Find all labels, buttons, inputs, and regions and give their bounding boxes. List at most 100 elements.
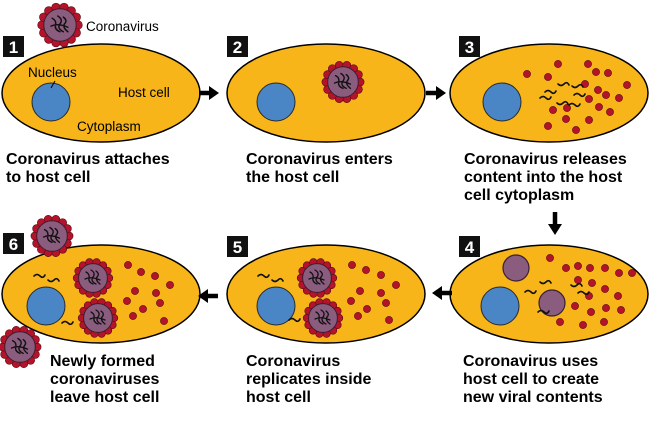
viral-particle	[601, 285, 609, 293]
viral-particle	[347, 297, 355, 305]
viral-particle	[123, 297, 131, 305]
rna-strand	[539, 95, 552, 101]
viral-rna-strands	[539, 81, 586, 108]
coronavirus-icon	[296, 258, 338, 298]
viral-particle	[554, 60, 562, 68]
viral-particle	[595, 103, 603, 111]
rna-strand	[61, 320, 74, 326]
viral-particle	[546, 254, 554, 262]
viral-particle	[377, 271, 385, 279]
viral-rna-strands	[257, 273, 301, 323]
nucleus-label: Nucleus	[28, 65, 77, 80]
viral-particle	[585, 116, 593, 124]
step-4-panel: 4 Coronavirus uses host cell to create n…	[449, 236, 649, 406]
coronavirus-label: Coronavirus	[86, 19, 159, 34]
virus-rna	[42, 226, 61, 244]
viral-particle	[594, 86, 602, 94]
nucleus	[480, 286, 520, 326]
coronavirus-icon	[0, 326, 42, 368]
coronavirus-icon	[30, 215, 74, 257]
rna-strand	[271, 277, 284, 283]
viral-particle	[137, 268, 145, 276]
viral-particle	[152, 289, 160, 297]
viral-particle	[562, 264, 570, 272]
host-cell-label: Host cell	[118, 85, 170, 100]
nucleus	[256, 82, 296, 122]
rna-strand	[570, 282, 583, 288]
virus-rna	[314, 309, 331, 325]
step-number-badge	[3, 36, 24, 57]
viral-particle	[585, 95, 593, 103]
step-caption: Newly formed coronaviruses leave host ce…	[50, 353, 164, 406]
step-number: 3	[465, 38, 474, 57]
coronavirus-icon	[72, 258, 114, 298]
step-number: 5	[233, 238, 242, 257]
coronavirus-icon	[302, 298, 344, 338]
viral-capsid	[502, 254, 530, 282]
viral-particle	[628, 269, 636, 277]
viral-rna-strands	[33, 273, 74, 326]
viral-particle	[614, 292, 622, 300]
viral-particles	[523, 60, 631, 134]
cytoplasm-label: Cytoplasm	[77, 119, 141, 134]
viral-particle	[587, 308, 595, 316]
step-number-badge	[227, 236, 248, 257]
viral-particle	[574, 276, 582, 284]
viral-particle	[166, 281, 174, 289]
nucleus	[31, 82, 71, 122]
virus-rna	[50, 15, 69, 33]
viral-particles	[123, 261, 174, 325]
step-number-badge	[459, 36, 480, 57]
rna-strand	[47, 277, 60, 283]
rna-strand	[524, 289, 537, 295]
viral-particle	[544, 73, 552, 81]
viral-particles	[546, 254, 636, 329]
viral-particle	[382, 299, 390, 307]
viral-particle	[600, 318, 608, 326]
viral-particle	[606, 108, 614, 116]
step-6-panel: 6 Newly formed coronaviruses leave host …	[0, 215, 201, 406]
nucleus	[482, 82, 522, 122]
viral-particle	[160, 317, 168, 325]
viral-particle	[354, 312, 362, 320]
rna-strand	[557, 81, 570, 87]
viral-particle	[592, 68, 600, 76]
viral-particle	[156, 299, 164, 307]
step-2-panel: 2 Coronavirus enters the host cell	[226, 36, 426, 186]
viral-particle	[572, 126, 580, 134]
viral-particle	[571, 302, 579, 310]
viral-particle	[586, 264, 594, 272]
viral-particle	[377, 289, 385, 297]
viral-particles	[347, 261, 400, 324]
viral-particle	[602, 91, 610, 99]
step-caption: Coronavirus replicates inside host cell	[246, 353, 376, 406]
viral-particle	[523, 70, 531, 78]
nucleus	[256, 286, 296, 326]
rna-strand	[568, 102, 581, 108]
viral-particle	[563, 104, 571, 112]
step-number-badge	[459, 236, 480, 257]
viral-particle	[392, 281, 400, 289]
viral-particle	[139, 305, 147, 313]
step-number: 6	[9, 235, 18, 254]
nucleus-pointer	[50, 80, 56, 89]
virus-rna	[333, 72, 352, 90]
coronavirus-icon	[321, 61, 365, 103]
arrow-left-icon	[198, 289, 218, 303]
step-3-panel: 3 Coronavirus releases content into the …	[449, 36, 649, 204]
viral-particle	[348, 261, 356, 269]
viral-particle	[131, 287, 139, 295]
viral-particle	[615, 269, 623, 277]
arrow-right-icon	[199, 86, 219, 100]
step-5-panel: 5 Coronavirus replicates inside host cel…	[226, 236, 426, 406]
viral-particle	[549, 106, 557, 114]
viral-particle	[544, 122, 552, 130]
viral-particle	[556, 318, 564, 326]
viral-particle	[129, 312, 137, 320]
viral-particle	[574, 262, 582, 270]
arrow-left-icon	[432, 286, 452, 300]
step-number: 4	[465, 238, 475, 257]
viral-particle	[615, 94, 623, 102]
viral-particle	[151, 272, 159, 280]
step-caption: Coronavirus enters the host cell	[246, 151, 397, 186]
